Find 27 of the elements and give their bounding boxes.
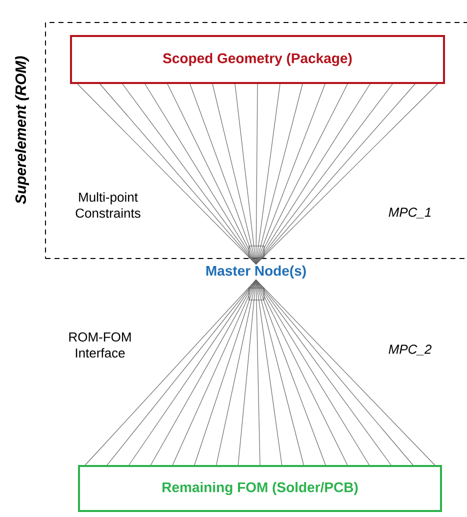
constraint-line	[190, 84, 256, 265]
constraint-line	[150, 279, 256, 466]
constraint-line	[256, 84, 280, 265]
constraint-line	[212, 84, 256, 265]
constraint-line	[256, 279, 260, 466]
dashed-region	[45, 22, 467, 259]
annotation-text: MPC_1	[388, 208, 431, 218]
node-label: Master Node(s)	[206, 265, 306, 279]
constraint-line	[256, 84, 326, 265]
constraint-line	[172, 279, 256, 466]
constraint-line	[256, 279, 348, 466]
constraint-line	[167, 84, 256, 265]
component-box: Remaining FOM (Solder/PCB)	[78, 465, 442, 512]
constraint-line	[256, 84, 370, 265]
annotation-text: MPC_2	[388, 344, 432, 356]
constraint-line	[256, 84, 303, 265]
region-heading: Superelement (ROM)	[15, 56, 29, 204]
constraint-line	[256, 279, 370, 466]
constraint-line	[256, 279, 282, 466]
annotation-text: Multi-point Constraints	[76, 192, 140, 218]
constraint-line	[256, 279, 326, 466]
component-box: Scoped Geometry (Package)	[70, 35, 445, 84]
annotation-text: ROM-FOM Interface	[69, 332, 131, 358]
constraint-line	[194, 279, 256, 466]
constraint-line	[256, 84, 348, 265]
constraint-line	[256, 279, 304, 466]
constraint-line	[144, 84, 256, 265]
